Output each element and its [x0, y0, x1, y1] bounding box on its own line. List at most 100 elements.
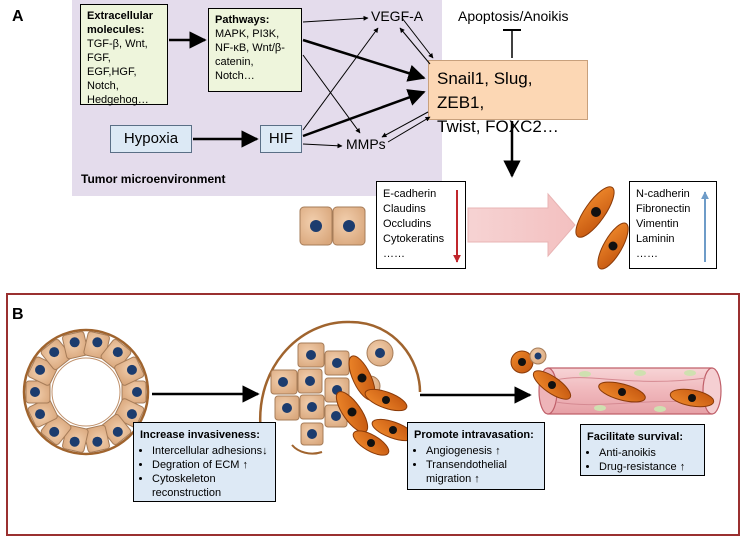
panel-b-label: B [12, 306, 24, 323]
arrow-mmps-to-tf [387, 116, 431, 143]
intravasation-title: Promote intravasation: [414, 429, 534, 441]
endothelial-nucleus [634, 370, 646, 376]
mmps-label: MMPs [346, 136, 386, 152]
cell-nucleus [332, 358, 342, 368]
cell-nucleus [278, 377, 288, 387]
cell-nucleus [30, 387, 40, 397]
cell-nucleus [367, 439, 375, 447]
endothelial-nucleus [579, 371, 591, 377]
cell-nucleus [357, 373, 367, 383]
invasiveness-box: Increase invasiveness: Intercellular adh… [133, 422, 276, 502]
vegf-a-label: VEGF-A [371, 8, 424, 24]
endothelial-nucleus [594, 405, 606, 411]
extracellular-molecules-box: Extracellular molecules: TGF-β, Wnt, FGF… [80, 4, 168, 106]
arrow-tf-to-mmps [381, 111, 429, 138]
arrow-hif-to-mmps [302, 143, 343, 149]
epithelial-acinus [22, 328, 150, 456]
cell-nucleus [126, 409, 137, 420]
arrow-pathways-to-tf [302, 38, 426, 82]
invasiveness-item: Degration of ECM ↑ [152, 458, 269, 472]
emt-arrow [467, 192, 576, 258]
endothelial-line [555, 377, 707, 382]
mesenchymal-marker: Fibronectin [636, 203, 691, 215]
intravasation-item: Transendothelial migration ↑ [426, 458, 538, 486]
mesenchymal-cell-pair [575, 186, 629, 270]
cell-nucleus [608, 241, 618, 251]
pathways-box: Pathways: MAPK, PI3K, NF-κB, Wnt/β- cate… [208, 8, 302, 92]
cell-nucleus [92, 436, 103, 447]
arrow-pathways-to-mmps [302, 54, 361, 134]
cell-nucleus [307, 402, 317, 412]
cell-nucleus [282, 403, 292, 413]
tf-line: Twist, FOXC2… [437, 117, 559, 136]
arrow-hif-to-tf [302, 89, 426, 138]
extracellular-line: Notch, [87, 80, 119, 92]
arrow-hif-to-vegf [302, 27, 379, 131]
mesenchymal-marker: N-cadherin [636, 188, 690, 200]
pathways-line: NF-κB, Wnt/β- [215, 42, 285, 54]
mesenchymal-marker: Laminin [636, 233, 675, 245]
cell-nucleus [69, 436, 80, 447]
cell-nucleus [534, 352, 542, 360]
epithelial-marker: E-cadherin [383, 188, 437, 200]
extracellular-line: TGF-β, Wnt, [87, 38, 148, 50]
cell-nucleus [307, 429, 317, 439]
survival-item: Drug-resistance ↑ [599, 460, 698, 474]
hypoxia-box: Hypoxia [110, 125, 192, 153]
cell-nucleus [389, 426, 397, 434]
hif-box: HIF [260, 125, 302, 153]
ecm-fragment [291, 444, 323, 455]
epithelial-marker: Claudins [383, 203, 426, 215]
cell-nucleus [347, 407, 357, 417]
cell-nucleus [69, 337, 80, 348]
cell-nucleus [132, 387, 142, 397]
vessel-end-right [702, 367, 722, 415]
endothelial-nucleus [654, 406, 666, 412]
cell-nucleus [375, 348, 385, 358]
epithelial-marker: …… [383, 248, 405, 260]
cell-nucleus [306, 350, 316, 360]
ecm-arc [259, 320, 422, 441]
pathways-title: Pathways: [215, 14, 270, 26]
survival-item: Anti-anoikis [599, 446, 698, 460]
cell-nucleus [112, 347, 123, 358]
cell-nucleus [310, 220, 322, 232]
cell-nucleus [343, 220, 355, 232]
pathways-line: catenin, [215, 56, 254, 68]
extracellular-line: Hedgehog… [87, 94, 149, 106]
pathways-line: Notch… [215, 70, 255, 82]
cell-nucleus [382, 396, 390, 404]
apoptosis-anoikis-label: Apoptosis/Anoikis [458, 8, 569, 24]
survival-box: Facilitate survival: Anti-anoikis Drug-r… [580, 424, 705, 476]
pathways-line: MAPK, PI3K, [215, 28, 280, 40]
cell-nucleus [92, 337, 103, 348]
cell-nucleus [688, 394, 696, 402]
mesenchymal-marker: …… [636, 248, 658, 260]
cell-nucleus [548, 381, 556, 389]
epithelial-marker: Occludins [383, 218, 432, 230]
acinus-outline [22, 328, 150, 456]
intravasation-box: Promote intravasation: Angiogenesis ↑ Tr… [407, 422, 545, 490]
endothelial-nucleus [684, 370, 696, 376]
intravasation-item: Angiogenesis ↑ [426, 444, 538, 458]
arrow-pathways-to-vegf [302, 15, 369, 23]
epithelial-markers-box: E-cadherin Claudins Occludins Cytokerati… [376, 181, 466, 269]
cell-nucleus [112, 426, 123, 437]
tme-label: Tumor microenvironment [81, 172, 226, 186]
cell-nucleus [331, 411, 341, 421]
invasiveness-item: Intercellular adhesions↓ [152, 444, 269, 458]
panel-a-label: A [12, 8, 24, 25]
transcription-factors-box: Snail1, Slug, ZEB1, Twist, FOXC2… [428, 60, 588, 136]
invasiveness-title: Increase invasiveness: [140, 429, 260, 441]
invasion-cluster [259, 320, 422, 456]
survival-title: Facilitate survival: [587, 431, 683, 443]
blood-vessel [510, 347, 722, 415]
cell-nucleus [49, 347, 60, 358]
arrow-vegf-to-tf [401, 17, 434, 59]
panel-a-arrows [169, 15, 521, 178]
cell-nucleus [49, 426, 60, 437]
cell-nucleus [35, 409, 46, 420]
acinus-lumen [51, 357, 121, 427]
arrow-tf-to-vegf [399, 27, 431, 65]
